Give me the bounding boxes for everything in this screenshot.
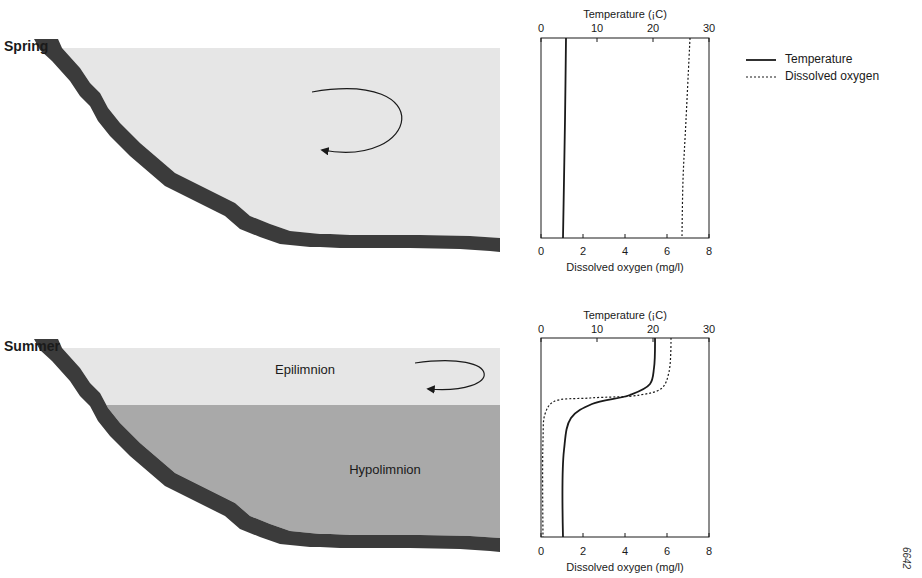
tick-label: 4: [622, 545, 628, 557]
tick-label: 20: [647, 22, 659, 34]
legend-swatch: [744, 52, 778, 68]
axis-title: Dissolved oxygen (mg/l): [566, 561, 683, 573]
circulation-arrow: [312, 89, 402, 152]
profile-plot: [541, 338, 709, 537]
legend-text: Dissolved oxygen: [785, 70, 879, 83]
tick-label: 0: [538, 22, 544, 34]
tick-label: 8: [706, 245, 712, 257]
legend-swatch: [744, 69, 778, 85]
tick-label: 0: [538, 323, 544, 335]
axis-title: Temperature (¡C): [583, 8, 667, 20]
season-label: Spring: [4, 39, 48, 54]
axis-title: Temperature (¡C): [583, 309, 667, 321]
season-label: Summer: [4, 339, 60, 354]
layer-label: Hypolimnion: [349, 463, 421, 477]
lake-bank: [34, 339, 500, 552]
tick-label: 10: [591, 22, 603, 34]
tick-label: 0: [538, 545, 544, 557]
tick-label: 30: [703, 323, 715, 335]
temperature-curve: [563, 338, 655, 537]
tick-label: 6: [664, 245, 670, 257]
tick-label: 0: [538, 245, 544, 257]
tick-label: 2: [580, 545, 586, 557]
temperature-curve: [563, 38, 566, 238]
layer-label: Epilimnion: [275, 363, 335, 377]
tick-label: 6: [664, 545, 670, 557]
tick-label: 2: [580, 245, 586, 257]
tick-label: 4: [622, 245, 628, 257]
tick-label: 8: [706, 545, 712, 557]
circulation-arrow: [415, 361, 484, 390]
oxygen-curve: [682, 38, 690, 238]
watermark: 6642: [901, 547, 912, 569]
axis-title: Dissolved oxygen (mg/l): [566, 261, 683, 273]
lake-bank: [34, 39, 500, 252]
tick-label: 30: [703, 22, 715, 34]
tick-label: 20: [647, 323, 659, 335]
oxygen-curve: [543, 338, 671, 537]
tick-label: 10: [591, 323, 603, 335]
legend-text: Temperature: [785, 53, 852, 66]
profile-plot: [541, 38, 709, 238]
